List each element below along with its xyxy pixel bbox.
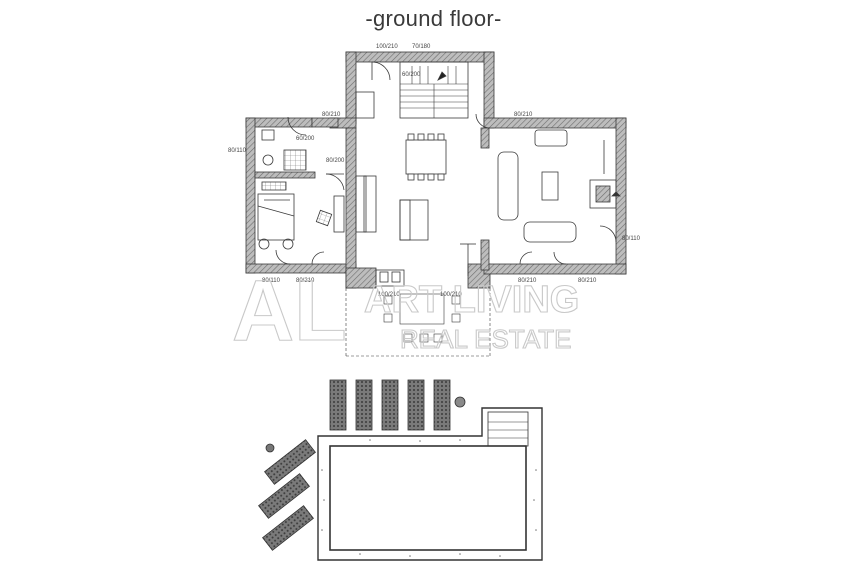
dim-bath-door: 80/200 (326, 158, 345, 164)
dim-bed-window: 80/110 (262, 278, 281, 284)
sun-loungers-left (258, 439, 316, 551)
sun-loungers-top (329, 379, 466, 431)
dim-stair-door: 100/210 (376, 44, 398, 50)
dim-wc-window: 80/110 (228, 148, 247, 154)
dim-living-door-right: 80/210 (578, 278, 597, 284)
interior-lines (257, 61, 621, 287)
dim-stair-door-2: 70/180 (412, 44, 431, 50)
dim-stair-small: 60/200 (402, 72, 421, 78)
dimension-labels: 100/210 70/180 60/200 80/210 80/210 60/2… (228, 44, 641, 298)
dim-terrace-door-right: 100/210 (440, 292, 462, 298)
pool-area (258, 379, 543, 561)
dim-hall-door-left: 80/210 (322, 112, 341, 118)
walls (245, 51, 627, 289)
terrace (345, 288, 491, 357)
dim-living-window: 80/110 (622, 236, 641, 242)
plan-title: -ground floor- (365, 6, 502, 31)
dim-living-door-left: 80/210 (518, 278, 537, 284)
dim-terrace-door-left: 100/210 (378, 292, 400, 298)
swimming-pool (317, 407, 543, 561)
dim-wc-door: 60/200 (296, 136, 315, 142)
dim-bed-door: 80/210 (296, 278, 315, 284)
dim-hall-door-right: 80/210 (514, 112, 533, 118)
